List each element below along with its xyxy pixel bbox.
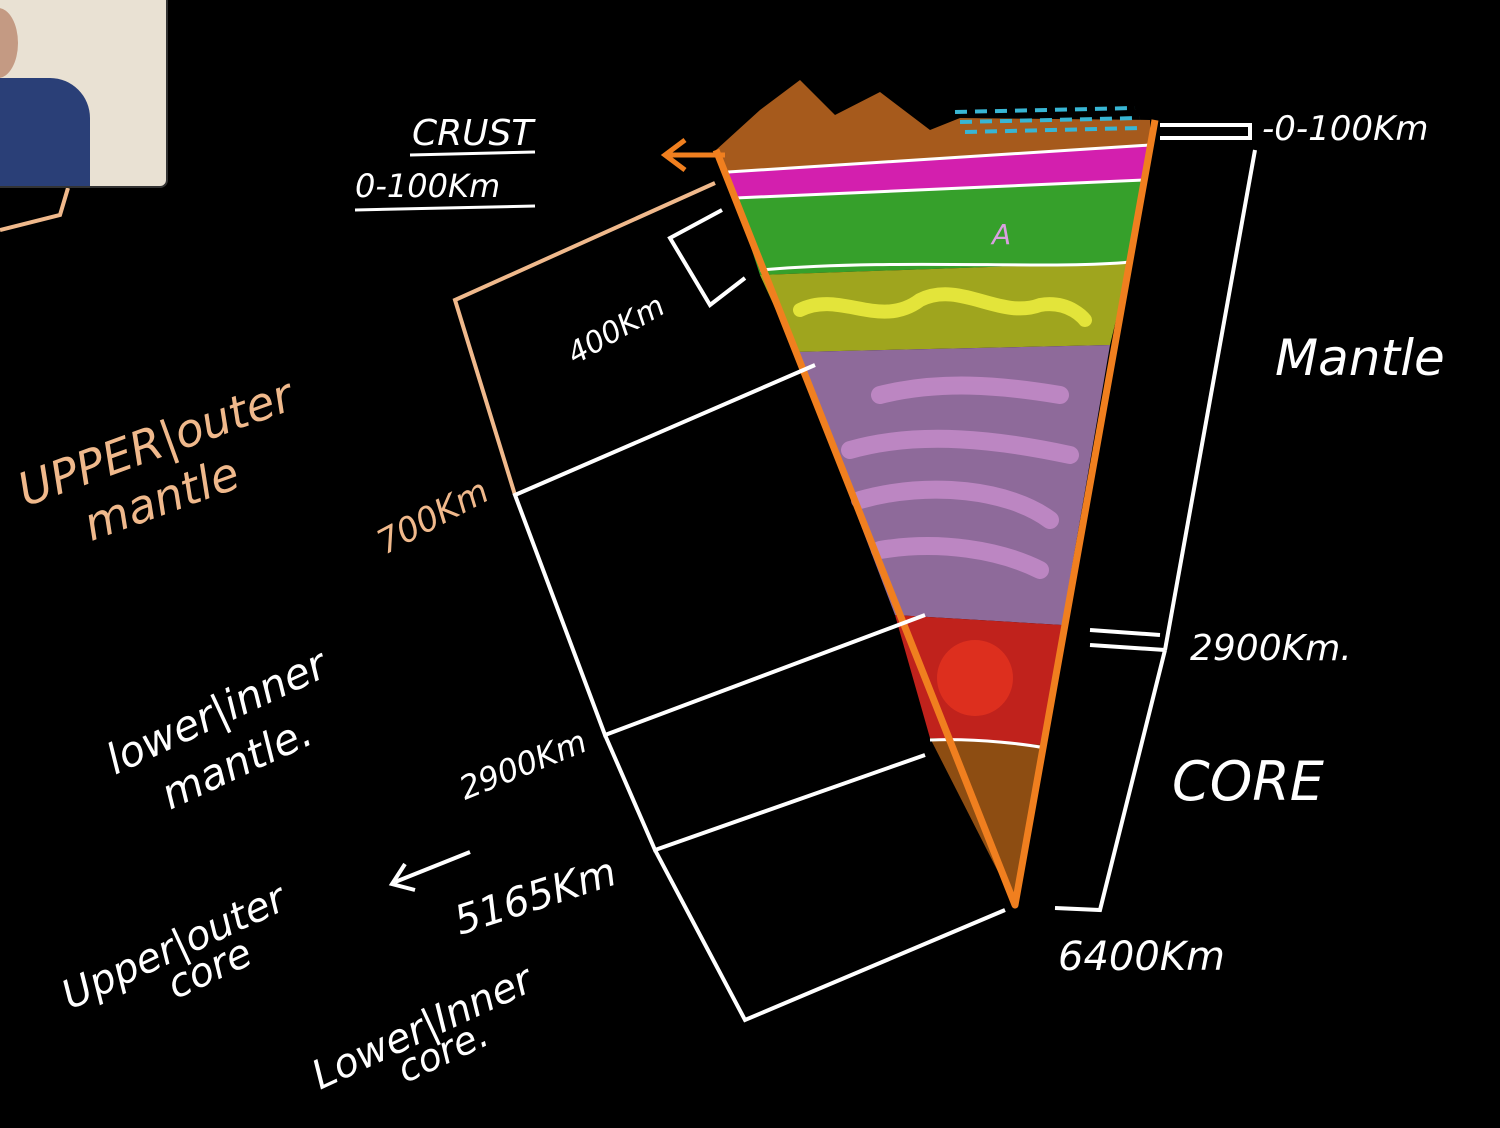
top-depth-label: -0-100Km xyxy=(1262,109,1428,149)
yellow-green-layer xyxy=(760,262,1130,352)
presenter-shirt xyxy=(0,78,90,186)
right-brackets xyxy=(1054,123,1257,913)
green-layer xyxy=(735,180,1145,275)
inner-core-layer xyxy=(930,738,1045,905)
upper-core-label: Upper|outer core xyxy=(55,874,295,1019)
upper-mantle-label: UPPER|outer mantle xyxy=(11,367,304,552)
depth-700-label: 700Km xyxy=(370,471,495,563)
core-label: CORE xyxy=(1172,750,1325,813)
crust-arrow xyxy=(660,138,725,172)
depth-6400-label: 6400Km xyxy=(1058,934,1225,980)
crust-range-underline xyxy=(354,204,536,212)
layer-boundaries xyxy=(727,143,1151,750)
lower-core-label: Lower|Inner core. xyxy=(305,956,542,1099)
layer-a-label: A xyxy=(990,218,1011,251)
presenter-head xyxy=(0,8,18,78)
crust-title-underline xyxy=(409,150,536,157)
magenta-layer xyxy=(728,145,1150,198)
outer-core-glow xyxy=(937,640,1013,716)
crust-title: CRUST xyxy=(412,113,536,154)
left-leader-lines xyxy=(452,181,1006,1023)
crust-range: 0-100Km xyxy=(355,167,500,205)
yellow-squiggle xyxy=(793,287,1092,327)
depth-2900-left-label: 2900Km xyxy=(454,722,592,807)
lower-mantle-label: lower|inner mantle. xyxy=(99,638,337,819)
crust-layer xyxy=(716,80,1150,172)
mantle-label: Mantle xyxy=(1275,329,1445,387)
depth-2900-right-label: 2900Km. xyxy=(1190,628,1352,669)
ocean-water xyxy=(954,106,1141,134)
webcam-overlay xyxy=(0,0,168,188)
tan-scribble xyxy=(0,187,70,232)
depth-5165-label: 5165Km xyxy=(449,849,622,944)
outer-core-arrow xyxy=(388,850,471,892)
earth-wedge xyxy=(660,80,1159,909)
text-labels: CRUST 0-100Km -0-100Km Mantle 400Km 700K… xyxy=(11,109,1445,1099)
mantle-swirls xyxy=(841,376,1079,579)
wedge-outline xyxy=(712,119,1159,909)
depth-400-label: 400Km xyxy=(562,289,671,372)
